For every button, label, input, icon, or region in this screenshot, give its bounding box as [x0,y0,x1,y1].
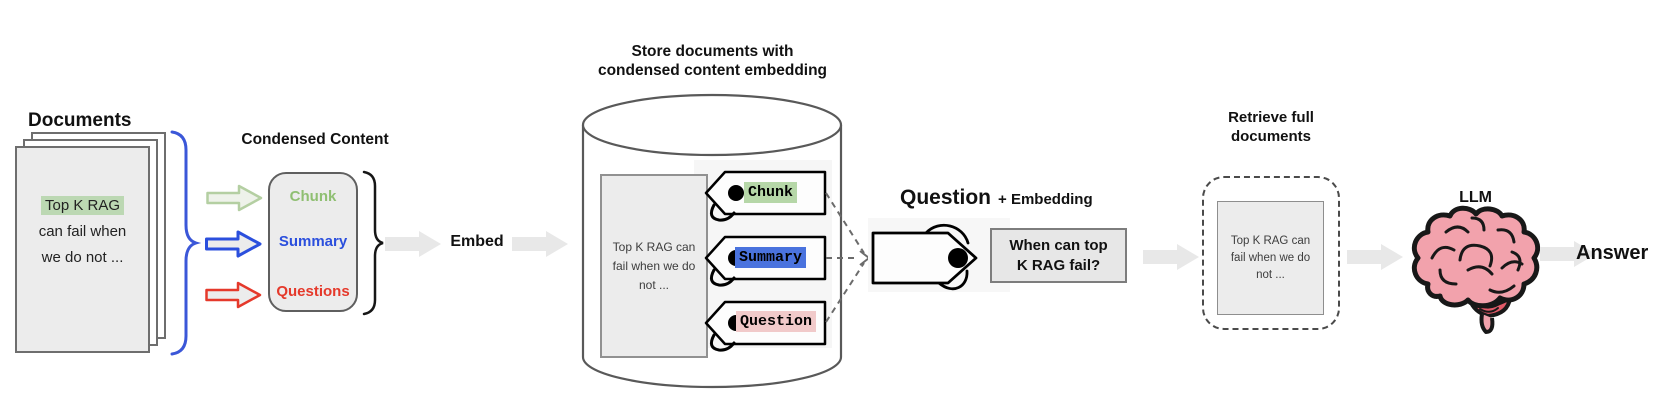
retrieved-doc-line: Top K RAG can [1230,234,1311,247]
flow-arrow-icon [1540,241,1596,267]
condensed-item-summary: Summary [278,233,348,250]
summary-tag-label: Summary [735,247,807,268]
stored-document: Top K RAG can fail when we do not ... [600,174,708,358]
store-title: Store documents with condensed content e… [570,42,855,80]
retrieve-title-line2: documents [1230,128,1311,145]
condensed-item-questions: Questions [276,283,350,300]
green-arrow-icon [206,184,263,212]
retrieved-doc-line: fail when we do [1230,251,1311,264]
retrieve-title: Retrieve full documents [1206,108,1336,146]
stored-doc-line: Top K RAG can [612,239,696,254]
flow-arrow-icon [512,231,568,257]
llm-title: LLM [1459,189,1492,206]
embed-label: Embed [450,233,504,250]
flow-arrow-icon [385,231,441,257]
query-question-line: K RAG fail? [1016,256,1101,274]
document-sheet-front [15,146,150,353]
store-title-line1: Store documents with [631,43,794,60]
brain-icon [1411,205,1541,334]
stored-doc-line: fail when we do [612,258,696,273]
condensed-item-chunk: Chunk [289,188,337,205]
retrieved-doc-line: not ... [1256,268,1285,281]
retrieved-document: Top K RAG can fail when we do not ... [1217,201,1324,315]
retrieved-documents-container [1202,176,1340,330]
query-title: Question + Embedding [900,186,1093,210]
document-text: Top K RAG can fail when we do not ... [15,193,150,271]
query-question-line: When can top [1009,236,1108,254]
document-line: we do not ... [41,249,124,266]
condensed-content-box [268,172,358,312]
query-tag-icon [871,223,978,291]
retrieved-document-text: Top K RAG can fail when we do not ... [1231,233,1310,284]
blue-brace-icon [170,130,202,356]
chunk-tag-label: Chunk [744,182,798,203]
query-title-plus: + Embedding [998,191,1093,208]
stored-doc-line: not ... [638,277,670,292]
documents-title: Documents [28,110,132,131]
retrieve-title-line1: Retrieve full [1228,109,1314,126]
red-arrow-icon [205,281,262,309]
question-tag-label: Question [736,311,817,332]
stored-document-text: Top K RAG can fail when we do not ... [613,238,696,295]
query-title-main: Question [900,186,992,209]
answer-label: Answer [1576,242,1649,264]
black-brace-icon [362,170,384,316]
flow-arrow-icon [1347,244,1403,270]
condensed-content-title: Condensed Content [241,131,389,148]
flow-arrow-icon [1143,244,1199,270]
document-highlighted-phrase: Top K RAG [40,196,125,215]
document-line: can fail when [38,223,127,240]
store-title-line2: condensed content embedding [597,62,828,79]
query-question-box: When can top K RAG fail? [990,228,1127,283]
blue-arrow-icon [205,230,262,258]
